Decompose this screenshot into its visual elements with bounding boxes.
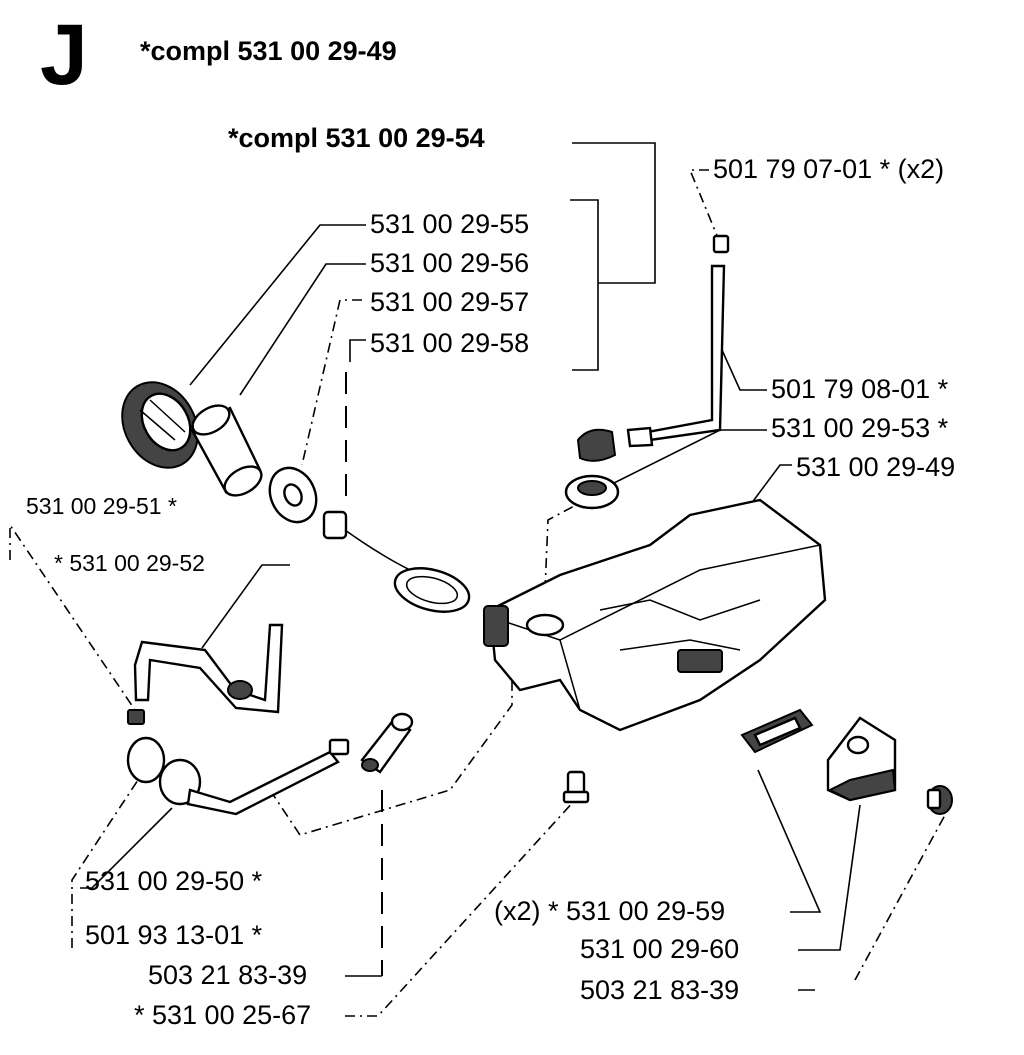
label-531-00-29-50: 531 00 29-50 * — [85, 866, 263, 896]
label-531-00-29-59: (x2) * 531 00 29-59 — [494, 896, 725, 926]
bracket-plate — [826, 716, 897, 802]
label-531-00-29-56: 531 00 29-56 — [370, 248, 529, 278]
fuel-filter — [360, 712, 414, 774]
label-501-93-13-01: 501 93 13-01 * — [85, 920, 263, 950]
rubber-damper — [740, 708, 814, 754]
bracket-screw — [926, 785, 953, 815]
cap-strap — [322, 510, 471, 613]
label-531-00-29-52: * 531 00 29-52 — [54, 550, 205, 576]
main-assembly-label: *compl 531 00 29-49 — [140, 36, 397, 66]
cap-insert — [190, 404, 263, 497]
label-501-79-08-01: 501 79 08-01 * — [771, 374, 949, 404]
label-531-00-29-55: 531 00 29-55 — [370, 209, 529, 239]
label-501-79-07-01: 501 79 07-01 * (x2) — [713, 154, 944, 184]
label-531-00-25-67: * 531 00 25-67 — [134, 1000, 311, 1030]
tank-screw — [562, 770, 590, 804]
fuel-cap — [121, 381, 199, 469]
label-531-00-29-51: 531 00 29-51 * — [26, 493, 177, 519]
leader-lines — [9, 169, 946, 1017]
sub-assembly-bracket — [570, 142, 656, 371]
tank-grommet — [564, 474, 620, 510]
gasket-ring — [268, 466, 318, 524]
label-503-21-83-39-left: 503 21 83-39 — [148, 960, 307, 990]
vent-hose — [576, 234, 730, 462]
label-531-00-29-53: 531 00 29-53 * — [771, 413, 949, 443]
section-letter: J — [40, 7, 88, 103]
fuel-tank — [483, 498, 827, 732]
fuel-line-lower — [126, 709, 350, 816]
label-531-00-29-57: 531 00 29-57 — [370, 287, 529, 317]
label-531-00-29-49: 531 00 29-49 — [796, 452, 955, 482]
label-503-21-83-39-right: 503 21 83-39 — [580, 975, 739, 1005]
fuel-line-upper — [133, 623, 284, 714]
label-531-00-29-58: 531 00 29-58 — [370, 328, 529, 358]
sub-assembly-label: *compl 531 00 29-54 — [228, 123, 485, 153]
label-531-00-29-60: 531 00 29-60 — [580, 934, 739, 964]
